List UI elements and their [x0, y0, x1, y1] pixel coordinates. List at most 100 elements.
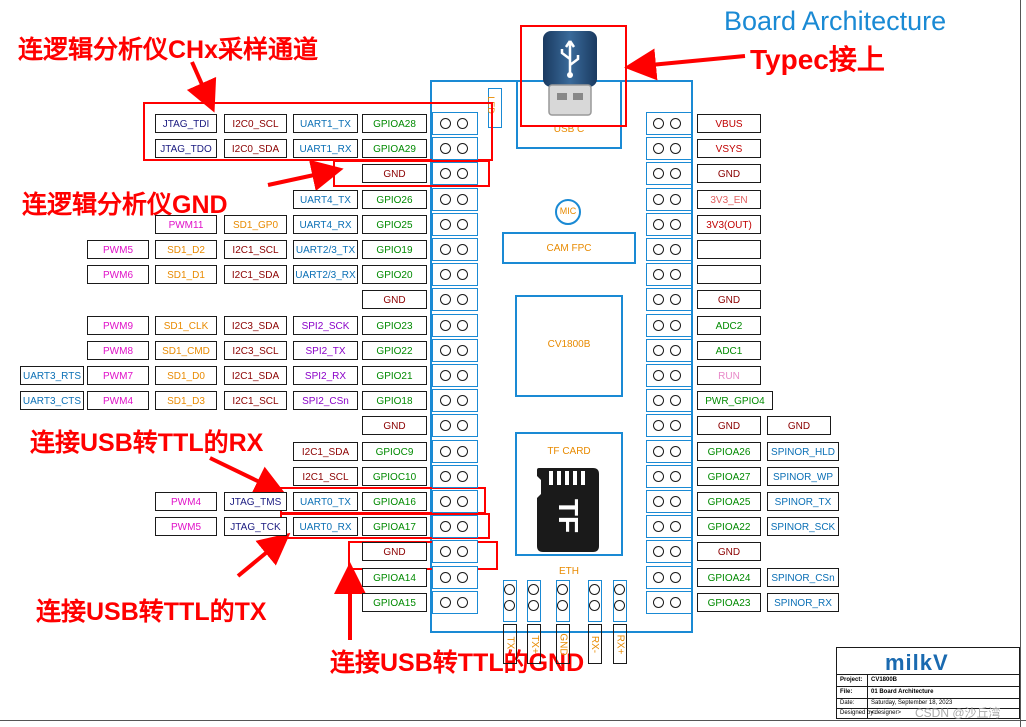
pin-hole [457, 370, 468, 381]
pin-label-pwr-gpio4: PWR_GPIO4 [697, 391, 773, 411]
pin-label-i2c0-sda: I2C0_SDA [224, 139, 287, 159]
right-header-pin [646, 565, 692, 589]
diagram-title: Board Architecture [724, 6, 947, 36]
pin-hole [440, 395, 451, 407]
pin-hole [614, 584, 625, 595]
pin-label-gpioa17: GPIOA17 [362, 517, 427, 537]
pin-label-uart4-rx: UART4_RX [293, 214, 358, 234]
pin-hole [653, 218, 664, 230]
pin-hole [457, 319, 468, 331]
eth-pin-label-rx: RX+ [613, 624, 627, 664]
pin-hole [653, 168, 664, 180]
right-header-pin [646, 313, 692, 337]
pin-hole [457, 344, 468, 356]
pin-hole [440, 168, 451, 180]
pin-label-spi2-sck: SPI2_SCK [293, 315, 358, 335]
pin-hole [440, 496, 451, 507]
usb-drive-icon [541, 29, 599, 121]
pin-label-sd1-clk: SD1_CLK [155, 315, 217, 335]
pin-hole [653, 344, 664, 356]
annotation-usb-rx: 连接USB转TTL的RX [30, 429, 264, 457]
pin-hole [440, 571, 451, 583]
pin-label-pwm11: PWM11 [155, 214, 217, 234]
pin-label-gpio25: GPIO25 [362, 214, 427, 234]
pin-label-jtag-tck: JTAG_TCK [224, 517, 287, 537]
pin-label-pwm9: PWM9 [87, 315, 149, 335]
pin-hole [653, 521, 664, 533]
pin-hole [653, 319, 664, 331]
pin-hole [504, 600, 515, 611]
pin-hole [589, 584, 600, 595]
pin-hole [557, 584, 568, 595]
pin-label-3v3-en: 3V3_EN [697, 189, 761, 209]
left-header-pin [432, 313, 478, 337]
pin-label-i2c3-sda: I2C3_SDA [224, 315, 287, 335]
pin-label-pwm4: PWM4 [155, 492, 217, 511]
left-header-pin [432, 212, 478, 236]
eth-pin-label-gnd: GND [556, 624, 570, 664]
pin-label-vbus: VBUS [697, 114, 761, 133]
pin-label-gnd: GND [697, 542, 761, 562]
annotation-typec: Typec接上 [750, 44, 885, 75]
pin-hole [440, 344, 451, 356]
tf-card-slot [515, 432, 623, 556]
right-header-pin [646, 238, 692, 261]
pin-hole [670, 143, 681, 155]
pin-hole [457, 521, 468, 533]
pin-hole [653, 269, 664, 281]
file-value: 01 Board Architecture [871, 689, 934, 695]
cam-fpc-label: CAM FPC [546, 243, 592, 254]
designed-value: <designer> [871, 710, 902, 716]
pin-label-uart0-rx: UART0_RX [293, 517, 358, 537]
annotation-logic-chx: 连逻辑分析仪CHx采样通道 [18, 36, 319, 64]
pin-label-pwm5: PWM5 [87, 240, 149, 259]
pin-label-sd1-gp0: SD1_GP0 [224, 214, 287, 234]
pin-label-i2c1-sda: I2C1_SDA [224, 265, 287, 285]
pin-label-sd1-d0: SD1_D0 [155, 366, 217, 385]
pin-label-pwm6: PWM6 [87, 265, 149, 285]
pin-label-spi2-rx: SPI2_RX [293, 366, 358, 385]
pin-label-uart3-cts: UART3_CTS [20, 391, 84, 411]
pin-label-i2c1-sda: I2C1_SDA [224, 366, 287, 385]
file-label: File: [840, 689, 853, 695]
pin-hole [457, 470, 468, 482]
pin-hole [440, 218, 451, 230]
right-header-pin [646, 515, 692, 539]
pin-label-gnd: GND [362, 290, 427, 310]
pin-hole [457, 445, 468, 457]
pin-label-i2c1-scl: I2C1_SCL [293, 466, 358, 486]
pin-label-gpio26: GPIO26 [362, 189, 427, 209]
pin-label-uart3-rts: UART3_RTS [20, 366, 84, 385]
pin-hole [670, 244, 681, 255]
pin-hole [653, 143, 664, 155]
pin-label-uart1-tx: UART1_TX [293, 114, 358, 133]
right-header-pin [646, 187, 692, 211]
eth-pin-label-rx: RX- [588, 624, 602, 664]
pin-label-empty [697, 265, 761, 285]
pin-label-vsys: VSYS [697, 139, 761, 159]
soc-label: CV1800B [547, 339, 591, 350]
pin-label-gnd: GND [767, 416, 831, 436]
title-block: milkV Project: CV1800B File: 01 Board Ar… [836, 647, 1020, 719]
pin-hole [653, 193, 664, 205]
pin-label-spinor-hld: SPINOR_HLD [767, 441, 839, 461]
pin-hole [670, 420, 681, 432]
pin-hole [670, 445, 681, 457]
mic-circle [555, 199, 581, 225]
designed-label: Designed by: [840, 710, 876, 716]
date-value: Saturday, September 18, 2023 [871, 700, 953, 706]
pin-label-gpioa28: GPIOA28 [362, 114, 427, 133]
pin-hole [440, 370, 451, 381]
pin-hole [440, 470, 451, 482]
pin-label-spinor-wp: SPINOR_WP [767, 466, 839, 486]
pin-label-spinor-csn: SPINOR_CSn [767, 567, 839, 587]
pin-hole [440, 193, 451, 205]
pin-label-gpio21: GPIO21 [362, 366, 427, 385]
pin-label-gpioa29: GPIOA29 [362, 139, 427, 159]
pin-label-uart2-3-tx: UART2/3_TX [293, 240, 358, 259]
pin-label-pwm4: PWM4 [87, 391, 149, 411]
annotation-usb-tx: 连接USB转TTL的TX [36, 598, 267, 626]
led-box [488, 88, 502, 128]
right-header-pin [646, 439, 692, 463]
